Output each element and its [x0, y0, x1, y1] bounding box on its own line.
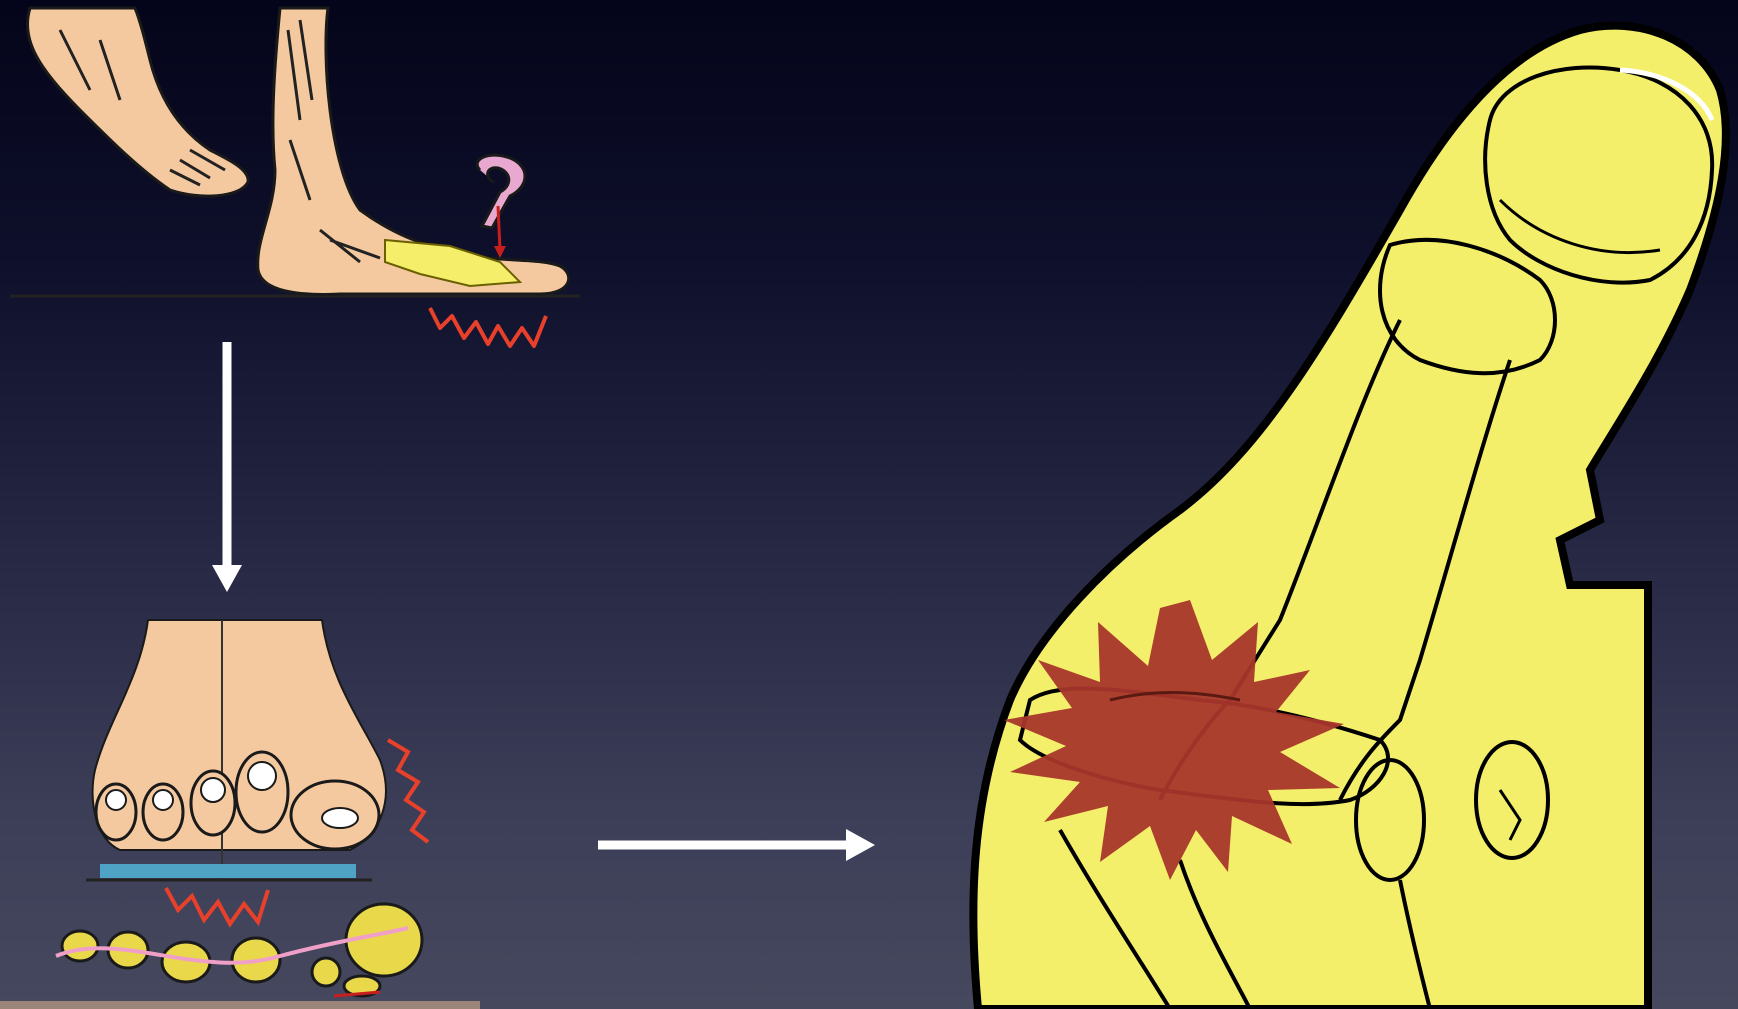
insole: [100, 864, 356, 878]
forefoot-front-view: [0, 620, 480, 1009]
pain-marks: [430, 308, 546, 346]
big-toe-closeup: [973, 26, 1726, 1009]
floor-strip: [0, 1001, 480, 1009]
right-arrow-icon: [598, 829, 875, 861]
falling-object-icon: [477, 155, 525, 258]
walking-feet-illustration: [10, 8, 580, 346]
rear-foot: [27, 8, 248, 196]
toe-outline: [973, 26, 1726, 1009]
down-arrow-icon: [212, 342, 242, 592]
